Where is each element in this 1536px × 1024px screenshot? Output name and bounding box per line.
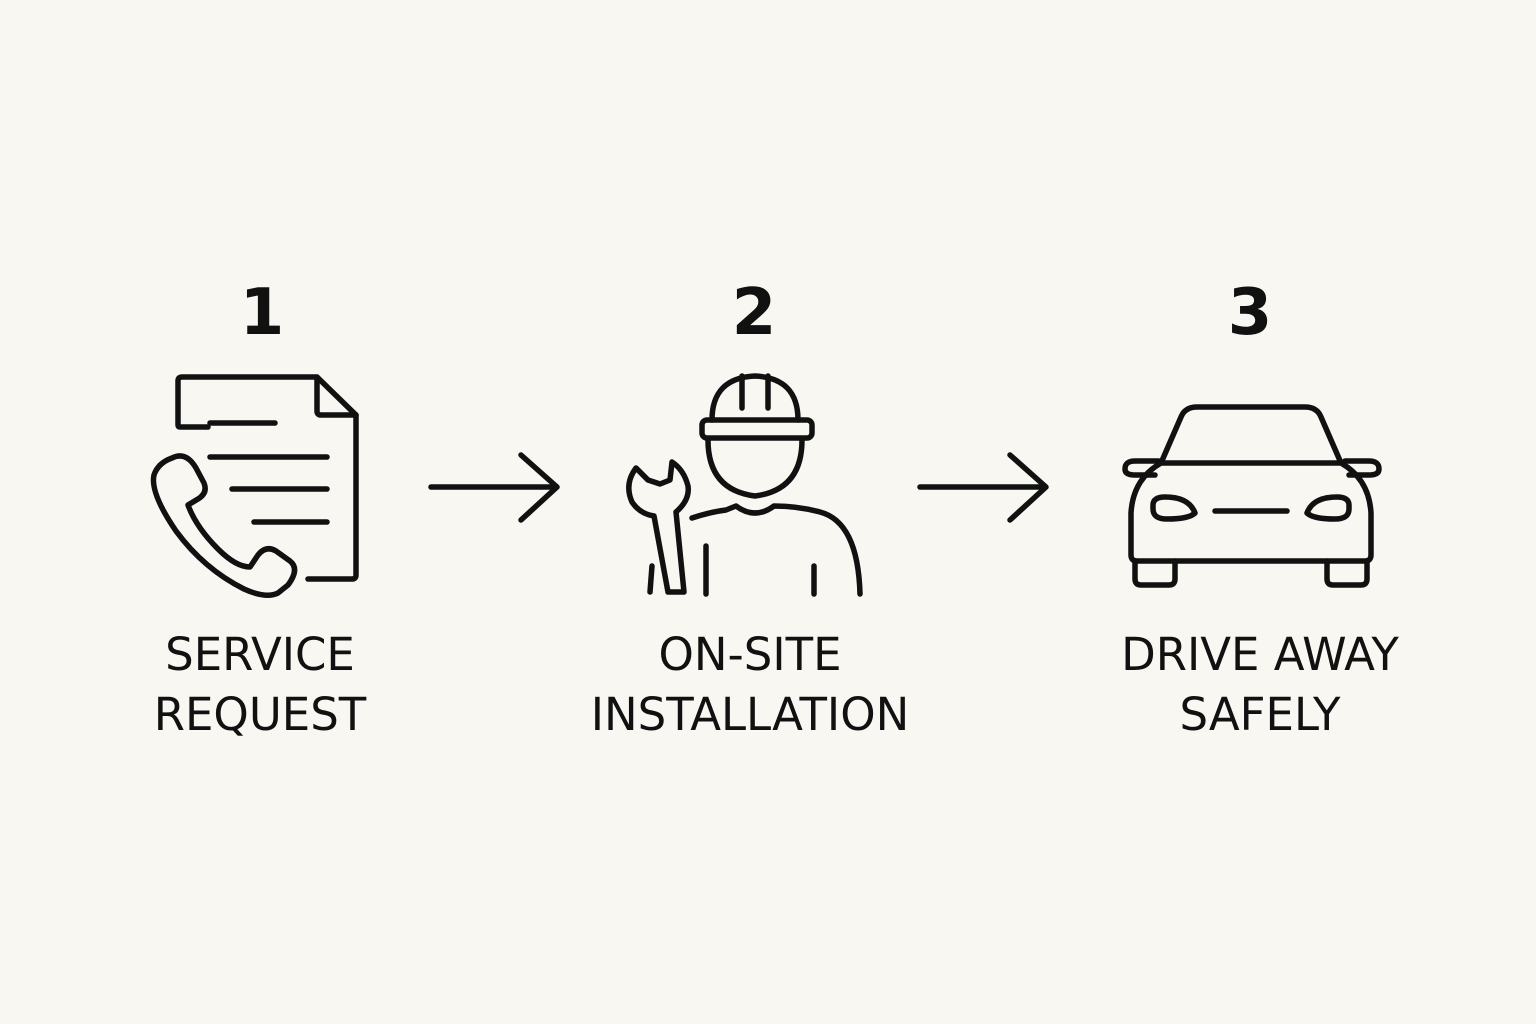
arrow-right-icon xyxy=(917,452,1049,523)
step-1-number: 1 xyxy=(239,276,285,350)
car-front-icon xyxy=(1122,404,1382,588)
step-2-label: ON-SITE INSTALLATION xyxy=(570,625,930,745)
step-3-label-line-1: DRIVE AWAY xyxy=(1121,628,1399,681)
arrow-right-icon xyxy=(428,452,560,523)
step-1-label-line-2: REQUEST xyxy=(153,688,367,741)
step-2-label-line-2: INSTALLATION xyxy=(590,688,910,741)
step-3-label: DRIVE AWAY SAFELY xyxy=(1090,625,1430,745)
step-2-label-line-1: ON-SITE xyxy=(658,628,842,681)
phone-document-icon xyxy=(150,374,359,598)
step-2-number: 2 xyxy=(731,276,777,350)
step-3-number: 3 xyxy=(1227,276,1273,350)
step-1-label-line-1: SERVICE xyxy=(165,628,355,681)
technician-wrench-icon xyxy=(626,373,863,597)
step-1-label: SERVICE REQUEST xyxy=(120,625,400,745)
step-3-label-line-2: SAFELY xyxy=(1179,688,1341,741)
